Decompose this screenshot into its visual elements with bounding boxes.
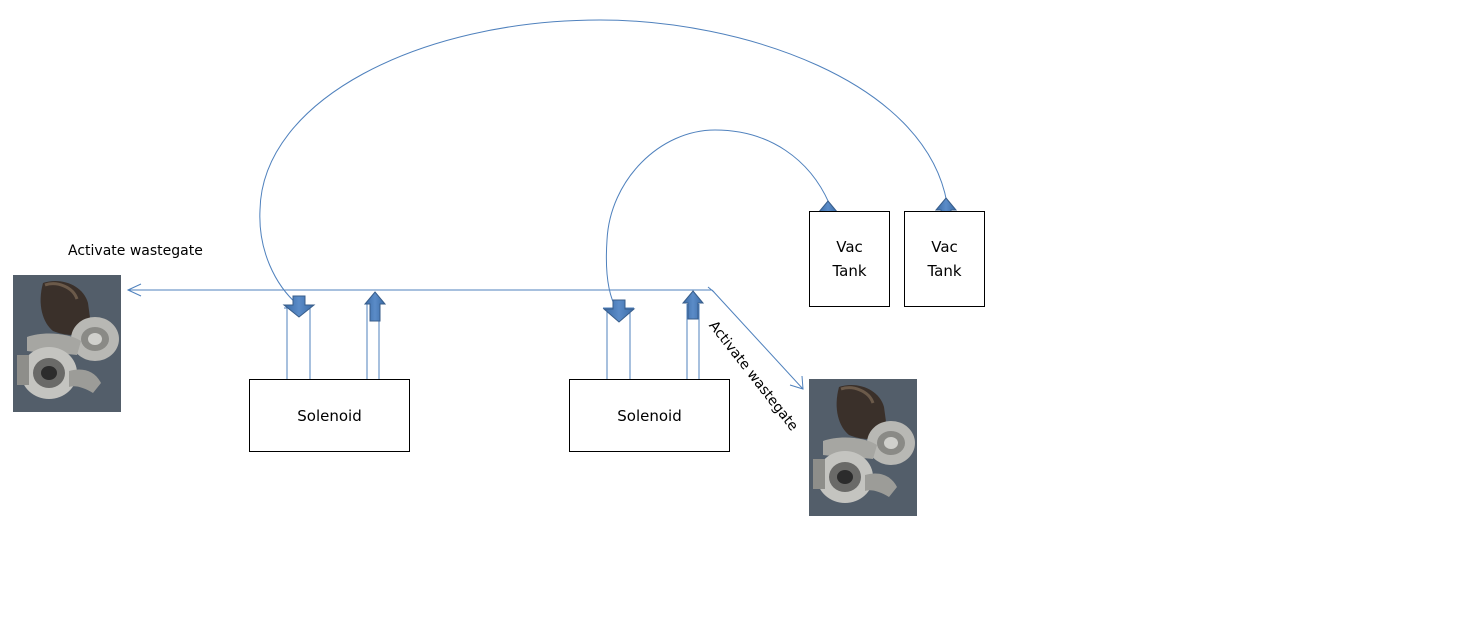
solenoid-label: Solenoid <box>617 406 682 425</box>
activate-wastegate-label-left: Activate wastegate <box>68 243 203 259</box>
vacuum-hose-inner <box>605 129 830 311</box>
vac-tank-label-line1: Vac <box>836 238 863 256</box>
diagonal-tick <box>707 286 715 293</box>
arrowhead-right-icon <box>789 375 804 390</box>
down-arrow-icon <box>282 295 316 318</box>
vac-tank-label-line2: Tank <box>927 262 962 280</box>
up-arrow-icon <box>363 291 387 322</box>
solenoid-box-2: Solenoid <box>569 379 730 452</box>
vac-tank-label-line2: Tank <box>832 262 867 280</box>
vac-tank-box-2: Vac Tank <box>904 211 985 307</box>
vac-tank-box-1: Vac Tank <box>809 211 890 307</box>
solenoid-label: Solenoid <box>297 406 362 425</box>
signal-line-diagonal <box>711 289 804 390</box>
vacuum-hose-outer <box>259 19 948 306</box>
vac-tank-label-line1: Vac <box>931 238 958 256</box>
turbocharger-photo-left <box>11 273 123 414</box>
up-arrow-icon <box>681 290 705 320</box>
arrowhead-left-icon <box>126 283 142 297</box>
turbocharger-photo-right <box>807 377 919 518</box>
down-arrow-icon <box>602 299 636 323</box>
solenoid-box-1: Solenoid <box>249 379 410 452</box>
